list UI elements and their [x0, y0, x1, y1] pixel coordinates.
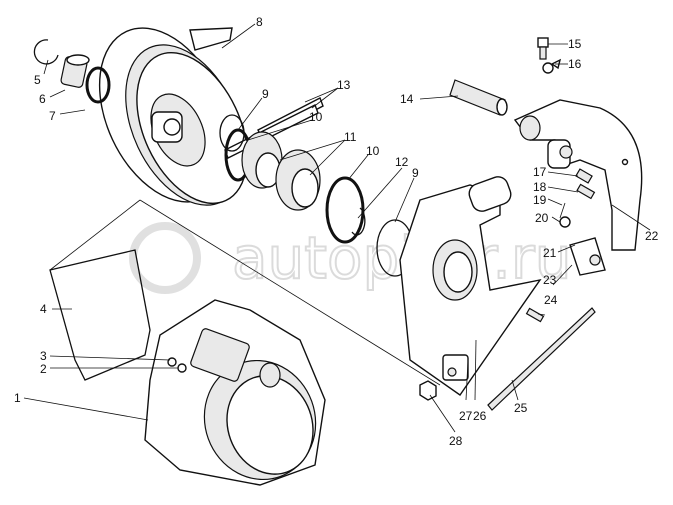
- gasket-4: [49, 249, 151, 381]
- part-labels: 1 2 3 4 5 6 7 8 9 10 11 13 10 12 9 14 15…: [14, 15, 659, 448]
- bolt-15: [537, 37, 549, 60]
- label-2: 2: [40, 362, 47, 376]
- label-9: 9: [262, 87, 269, 101]
- label-13: 13: [337, 78, 351, 92]
- label-4: 4: [40, 302, 47, 316]
- label-20: 20: [535, 211, 549, 225]
- bolt-17: [575, 168, 593, 184]
- label-15: 15: [568, 37, 582, 51]
- label-16: 16: [568, 57, 582, 71]
- label-18: 18: [533, 180, 547, 194]
- bushing-6: [60, 54, 90, 88]
- bearing-11b: [275, 149, 321, 211]
- label-28: 28: [449, 434, 463, 448]
- o-ring-7: [85, 66, 111, 104]
- pulley: [98, 27, 248, 206]
- label-23: 23: [543, 273, 557, 287]
- label-26: 26: [473, 409, 487, 423]
- label-22: 22: [645, 229, 659, 243]
- ring-10b: [325, 176, 365, 244]
- label-3: 3: [40, 349, 47, 363]
- axis-line: [139, 199, 441, 386]
- label-8: 8: [256, 15, 263, 29]
- gasket-guide: [49, 199, 141, 271]
- label-14: 14: [400, 92, 414, 106]
- label-7: 7: [49, 109, 56, 123]
- bearing-11a: [241, 131, 283, 189]
- generator: [144, 299, 326, 486]
- label-11: 11: [344, 130, 357, 144]
- label-19: 19: [533, 193, 547, 207]
- washer-20: [559, 216, 571, 228]
- lock-washer-16: [542, 58, 562, 74]
- pin-14: [449, 79, 508, 116]
- label-17: 17: [533, 165, 547, 179]
- stud-24: [525, 307, 545, 323]
- label-24: 24: [544, 293, 558, 307]
- leader-lines: [23, 23, 651, 433]
- mounting-bracket: [399, 176, 542, 396]
- cotter-pin-19: [559, 202, 566, 219]
- label-27: 27: [459, 409, 473, 423]
- nut-28: [419, 380, 437, 401]
- retaining-ring-5: [33, 39, 59, 65]
- label-25: 25: [514, 401, 528, 415]
- label-6: 6: [39, 92, 46, 106]
- label-10b: 10: [366, 144, 380, 158]
- label-10: 10: [309, 110, 323, 124]
- watermark: autopiter.ru: [129, 222, 572, 294]
- label-5: 5: [34, 73, 41, 87]
- bolt-18: [576, 183, 596, 200]
- snap-ring-12: [351, 207, 366, 236]
- label-21: 21: [543, 246, 557, 260]
- label-12: 12: [395, 155, 409, 169]
- threaded-rod-25: [487, 307, 596, 411]
- tensioner-arm: [513, 99, 643, 276]
- label-1: 1: [14, 391, 21, 405]
- label-9b: 9: [412, 166, 419, 180]
